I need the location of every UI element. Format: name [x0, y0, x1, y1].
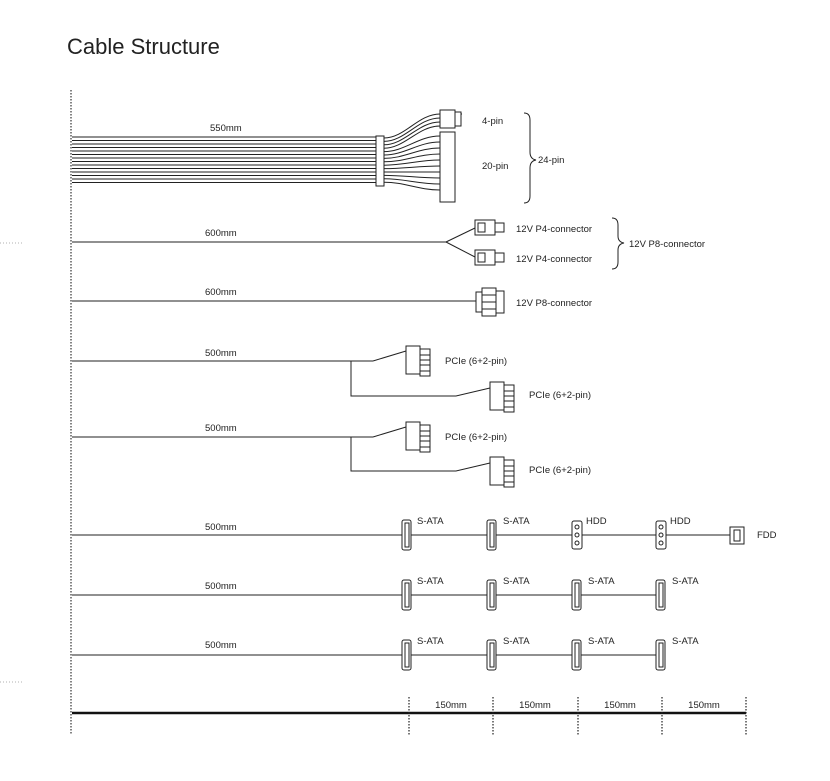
- connector-hdd-6c: [571, 520, 583, 550]
- connector-sata-7b: [486, 579, 497, 611]
- connector-p4-bottom: [474, 249, 505, 266]
- connector-pcie-a1-label: PCIe (6+2-pin): [445, 356, 507, 367]
- connector-fdd: [729, 526, 745, 545]
- cable-12v-p8-length: 600mm: [205, 287, 237, 298]
- cable-sata-a-length: 500mm: [205, 581, 237, 592]
- cable-pcie-a: 500mm PCIe (6+2-pin) PCIe (6+2-pin): [72, 345, 591, 413]
- connector-sata-8a-label: S-ATA: [417, 636, 444, 647]
- connector-sata-6b: [486, 519, 497, 551]
- connector-sata-8b: [486, 639, 497, 671]
- connector-sata-8a: [401, 639, 412, 671]
- cable-24pin-fan: [383, 113, 441, 191]
- fan-wire: [383, 153, 441, 163]
- group-p8-label: 12V P8-connector: [629, 239, 705, 250]
- cable-24pin-collar: [375, 135, 385, 187]
- fan-wire: [383, 135, 441, 153]
- connector-p8: [475, 287, 505, 317]
- connector-sata-6a-label: S-ATA: [417, 516, 444, 527]
- connector-fdd-label: FDD: [757, 530, 777, 541]
- connector-pcie-b2-label: PCIe (6+2-pin): [529, 465, 591, 476]
- group-24pin-label: 24-pin: [538, 155, 564, 166]
- cable-sata-b: 500mm S-ATA S-ATA S-ATA S-ATA: [72, 636, 699, 671]
- connector-sata-7a-label: S-ATA: [417, 576, 444, 587]
- scale-bar: 150mm 150mm 150mm 150mm: [72, 697, 747, 735]
- fan-wire: [383, 113, 441, 139]
- connector-pcie-b2: [489, 456, 515, 488]
- group-brace-p8: [611, 217, 625, 270]
- connector-20pin-label: 20-pin: [482, 161, 508, 172]
- connector-hdd-6c-label: HDD: [586, 516, 607, 527]
- connector-pcie-b1-label: PCIe (6+2-pin): [445, 432, 507, 443]
- connector-sata-7a: [401, 579, 412, 611]
- cable-12v-p8: 600mm 12V P8-connector: [72, 287, 592, 317]
- scale-segment-1: 150mm: [435, 700, 467, 711]
- connector-pcie-b1: [405, 421, 431, 453]
- connector-sata-7d-label: S-ATA: [672, 576, 699, 587]
- cable-pcie-b: 500mm PCIe (6+2-pin) PCIe (6+2-pin): [72, 421, 591, 488]
- connector-p4-top: [474, 219, 505, 236]
- connector-p8-label: 12V P8-connector: [516, 298, 592, 309]
- fan-wire: [383, 121, 441, 146]
- fan-wire: [383, 117, 441, 142]
- connector-sata-8c: [571, 639, 582, 671]
- connector-hdd-6d-label: HDD: [670, 516, 691, 527]
- fan-wire: [383, 165, 441, 170]
- connector-sata-7b-label: S-ATA: [503, 576, 530, 587]
- connector-sata-6b-label: S-ATA: [503, 516, 530, 527]
- connector-20pin: [439, 131, 456, 203]
- connector-pcie-a2-label: PCIe (6+2-pin): [529, 390, 591, 401]
- connector-p4-top-label: 12V P4-connector: [516, 224, 592, 235]
- connector-sata-8d: [655, 639, 666, 671]
- cable-12v-p8-split: 600mm 12V P4-connector 12V P4-connector …: [72, 217, 705, 270]
- scale-segment-2: 150mm: [519, 700, 551, 711]
- cable-sata-a: 500mm S-ATA S-ATA S-ATA S-ATA: [72, 576, 699, 611]
- connector-sata-8c-label: S-ATA: [588, 636, 615, 647]
- connector-4pin: [439, 109, 462, 129]
- fan-wire: [383, 178, 441, 185]
- scale-segment-3: 150mm: [604, 700, 636, 711]
- fan-wire: [383, 147, 441, 159]
- cable-12v-p8-split-length: 600mm: [205, 228, 237, 239]
- connector-sata-7c: [571, 579, 582, 611]
- cable-24pin-length: 550mm: [210, 123, 242, 134]
- fan-wire: [383, 159, 441, 166]
- scale-segment-4: 150mm: [688, 700, 720, 711]
- connector-sata-8b-label: S-ATA: [503, 636, 530, 647]
- fan-wire: [383, 181, 441, 191]
- connector-sata-6a: [401, 519, 412, 551]
- connector-sata-8d-label: S-ATA: [672, 636, 699, 647]
- cable-sata-hdd-fdd-length: 500mm: [205, 522, 237, 533]
- connector-sata-7d: [655, 579, 666, 611]
- cable-sata-hdd-fdd: 500mm S-ATA S-ATA HDD HDD FDD: [72, 516, 777, 551]
- connector-pcie-a1: [405, 345, 431, 377]
- connector-hdd-6d: [655, 520, 667, 550]
- connector-sata-7c-label: S-ATA: [588, 576, 615, 587]
- fan-wire: [383, 125, 441, 149]
- page-title: Cable Structure: [67, 34, 220, 59]
- cable-pcie-a-length: 500mm: [205, 348, 237, 359]
- fan-wire: [383, 174, 441, 179]
- cable-sata-b-length: 500mm: [205, 640, 237, 651]
- connector-p4-bottom-label: 12V P4-connector: [516, 254, 592, 265]
- cable-pcie-b-length: 500mm: [205, 423, 237, 434]
- fan-wire: [383, 141, 441, 156]
- group-brace-24pin: [523, 112, 537, 204]
- cable-24pin: 550mm 4-pin 20-pin 24-pin: [72, 109, 564, 204]
- connector-4pin-label: 4-pin: [482, 116, 503, 127]
- cable-24pin-wires: [72, 136, 376, 183]
- connector-pcie-a2: [489, 381, 515, 413]
